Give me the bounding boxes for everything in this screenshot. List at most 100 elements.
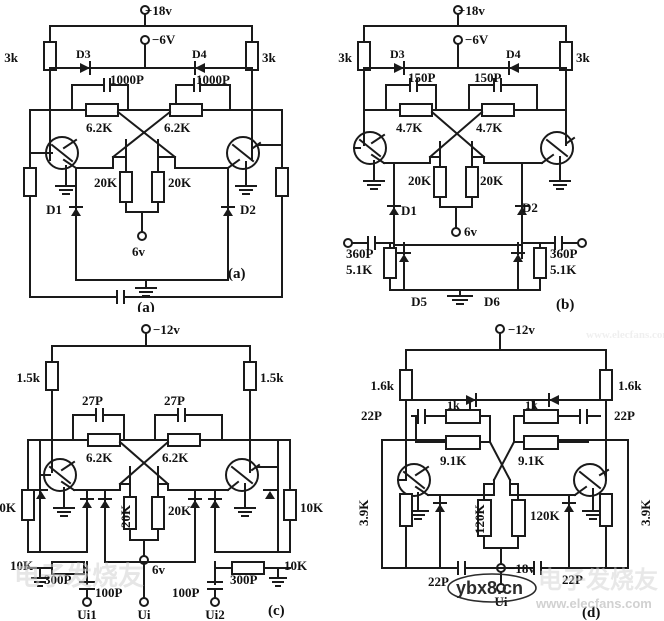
label-c-c-left: 27P bbox=[82, 393, 103, 408]
label-a-c-left: 1000P bbox=[110, 72, 144, 87]
resistor-c-cross-left-6k2 bbox=[87, 433, 121, 447]
label-c-rin-right: 10K bbox=[284, 558, 308, 573]
label-d-r-left: 1.6k bbox=[371, 378, 395, 393]
label-a-r-right: 3k bbox=[262, 50, 277, 65]
diode-b-d4 bbox=[509, 63, 519, 73]
label-a-caption-inner: (a) bbox=[228, 266, 246, 282]
label-a-supply-mid: −6V bbox=[152, 32, 176, 47]
label-a-rcross-left: 6.2K bbox=[86, 120, 113, 135]
resistor-a-left-side bbox=[23, 167, 37, 197]
resistor-c-left-1k5 bbox=[45, 361, 59, 391]
label-a-rbase-left: 20K bbox=[94, 175, 118, 190]
label-a-d2: D2 bbox=[240, 202, 256, 217]
panel-d: −12v 1.6k 1.6k 1k 1k 22P 22P 9.1K 9.1K 1… bbox=[332, 312, 664, 621]
label-d-rem-left: 3.9K bbox=[356, 499, 371, 526]
resistor-b-left-3k bbox=[357, 41, 371, 71]
label-d-supply-bottom: −18v bbox=[508, 561, 535, 576]
label-b-supply-top: −18v bbox=[458, 3, 485, 18]
label-b-rin-right: 5.1K bbox=[550, 262, 577, 277]
label-a-supply-bottom: 6v bbox=[132, 244, 146, 259]
resistor-b-base-left-20k bbox=[433, 166, 447, 198]
label-b-d3: D3 bbox=[390, 47, 405, 61]
label-b-d5: D5 bbox=[411, 294, 427, 309]
label-c-rcross-right: 6.2K bbox=[162, 450, 189, 465]
resistor-a-left-3k bbox=[43, 41, 57, 71]
label-b-rbase-right: 20K bbox=[480, 173, 504, 188]
diode-c-right-a bbox=[265, 491, 275, 499]
resistor-c-out-left-10k bbox=[21, 489, 35, 521]
resistor-a-base-left-20k bbox=[119, 171, 133, 203]
label-c-cin-left: 300P bbox=[44, 572, 72, 587]
panel-a: −18v −6V 3k 3k D3 D4 1000P 1000P 6.2K 6.… bbox=[0, 0, 332, 312]
label-a-d3: D3 bbox=[76, 47, 91, 61]
input-terminal-d bbox=[496, 583, 506, 593]
diode-a-d1 bbox=[71, 208, 81, 216]
resistor-b-in-right-5k1 bbox=[533, 247, 547, 279]
diode-b-d5 bbox=[399, 254, 409, 262]
label-d-rd-right: 1k bbox=[525, 398, 538, 412]
diode-b-d2 bbox=[517, 207, 527, 215]
resistor-a-cross-left-6k2 bbox=[85, 103, 119, 117]
label-b-cin-right: 360P bbox=[550, 246, 578, 261]
diode-c-left-a bbox=[36, 491, 46, 499]
label-d-rcross-right: 9.1K bbox=[518, 453, 545, 468]
resistor-d-base-right-120k bbox=[511, 499, 526, 537]
label-c-rout-right: 10K bbox=[300, 500, 324, 515]
label-d-c-left: 22P bbox=[361, 408, 382, 423]
diode-a-d2 bbox=[223, 208, 233, 216]
resistor-b-right-3k bbox=[559, 41, 573, 71]
label-d-c-right: 22P bbox=[614, 408, 635, 423]
supply-terminal-b-6v bbox=[453, 35, 463, 45]
resistor-d-left-1k6 bbox=[399, 369, 413, 401]
label-c-caption: (c) bbox=[268, 603, 285, 619]
resistor-c-cross-right-6k2 bbox=[167, 433, 201, 447]
diode-a-d4 bbox=[195, 63, 205, 73]
resistor-a-cross-right-6k2 bbox=[169, 103, 203, 117]
resistor-a-base-right-20k bbox=[151, 171, 165, 203]
label-b-rin-left: 5.1K bbox=[346, 262, 373, 277]
transistor-c-right bbox=[225, 458, 259, 492]
label-c-r-right: 1.5k bbox=[260, 370, 284, 385]
resistor-b-base-right-20k bbox=[465, 166, 479, 198]
transistor-b-right bbox=[540, 131, 574, 165]
resistor-d-em-left-3k9 bbox=[399, 493, 413, 527]
label-b-d4: D4 bbox=[506, 47, 521, 61]
resistor-c-out-right-10k bbox=[283, 489, 297, 521]
resistor-a-right-3k bbox=[245, 41, 259, 71]
label-b-d1: D1 bbox=[401, 203, 417, 218]
label-c-cmid-left: 100P bbox=[95, 585, 123, 600]
input-terminal-c-mid bbox=[139, 597, 149, 607]
resistor-d-cross-right-9k1 bbox=[523, 435, 559, 450]
label-b-r-left: 3k bbox=[338, 50, 353, 65]
label-b-supply-bottom: 6v bbox=[464, 224, 478, 239]
diode-b-d1 bbox=[389, 207, 399, 215]
label-d-caption: (d) bbox=[582, 605, 600, 621]
input-terminal-c-left bbox=[82, 597, 92, 607]
label-b-d2: D2 bbox=[522, 200, 538, 215]
label-b-rcross-left: 4.7K bbox=[396, 120, 423, 135]
label-c-cin-right: 300P bbox=[230, 572, 258, 587]
supply-terminal-c-12v bbox=[141, 324, 151, 334]
label-b-cin-left: 360P bbox=[346, 246, 374, 261]
label-c-rbase-right: 20K bbox=[168, 503, 192, 518]
label-c-rcross-left: 6.2K bbox=[86, 450, 113, 465]
label-d-in: Ui bbox=[495, 594, 508, 609]
label-a-supply-top: −18v bbox=[145, 3, 172, 18]
diode-b-d3 bbox=[394, 63, 404, 73]
label-b-rcross-right: 4.7K bbox=[476, 120, 503, 135]
label-a-rbase-right: 20K bbox=[168, 175, 192, 190]
label-d-cbot-right: 22P bbox=[562, 572, 583, 587]
resistor-d-em-right-3k9 bbox=[599, 493, 613, 527]
label-c-rout-left: 10K bbox=[0, 500, 17, 515]
label-c-cmid-right: 100P bbox=[172, 585, 200, 600]
resistor-d-right-1k6 bbox=[599, 369, 613, 401]
supply-terminal-a-6v bbox=[140, 35, 150, 45]
resistor-b-in-left-5k1 bbox=[383, 247, 397, 279]
label-c-supply-bottom: 6v bbox=[152, 562, 166, 577]
label-b-c-left: 150P bbox=[408, 70, 436, 85]
diode-d-right bbox=[549, 395, 559, 405]
label-a-r-left: 3k bbox=[4, 50, 19, 65]
label-d-rem-right: 3.9K bbox=[638, 499, 653, 526]
supply-terminal-a-6v-bottom bbox=[137, 231, 147, 241]
